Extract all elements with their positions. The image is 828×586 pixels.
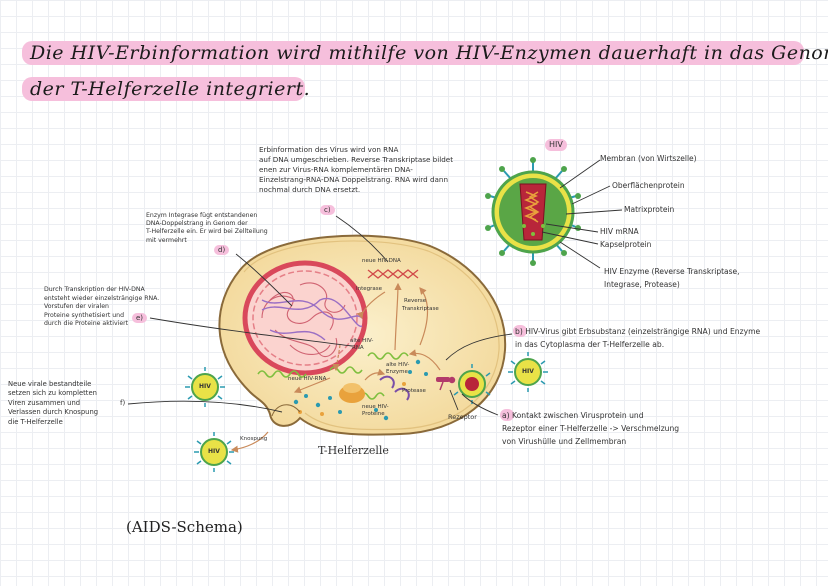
legend-hiv-mrna: HIV mRNA bbox=[600, 227, 639, 236]
label-alte-hiv-enzyme: alte HIV- Enzyme bbox=[386, 362, 410, 375]
label-protease: Protease bbox=[402, 388, 426, 394]
new-hiv-dna-strand bbox=[367, 269, 419, 279]
receptor bbox=[436, 376, 456, 391]
note-d-letter: d) bbox=[214, 245, 230, 255]
title-highlight-1 bbox=[22, 41, 804, 65]
legend-hiv-enzymes-cont: Integrase, Protease) bbox=[604, 280, 680, 289]
hiv-virus-model bbox=[485, 157, 581, 266]
virus-free-left bbox=[185, 367, 225, 407]
note-e-letter: e) bbox=[132, 313, 148, 323]
label-transkriptase: Transkriptase bbox=[402, 306, 439, 312]
legend-matrix-protein: Matrixprotein bbox=[624, 205, 675, 214]
label-reverse: Reverse bbox=[404, 298, 427, 304]
title-highlight-2 bbox=[22, 77, 305, 101]
virus-label-budded: HIV bbox=[208, 448, 220, 455]
note-e-transcription: Durch Transkription der HIV-DNA entsteht… bbox=[44, 286, 160, 328]
virus-label-left: HIV bbox=[199, 383, 211, 390]
virus-docking bbox=[453, 364, 491, 404]
label-t-helferzelle: T-Helferzelle bbox=[318, 444, 389, 457]
legend-surface-protein: Oberflächenprotein bbox=[612, 181, 685, 190]
label-neue-hiv-rna: neue HIV-RNA bbox=[288, 376, 327, 382]
legend-hiv-enzymes: HIV Enzyme (Reverse Transkriptase, bbox=[604, 267, 740, 276]
hiv-legend-title: HIV bbox=[545, 139, 567, 151]
label-rna: RNA bbox=[352, 345, 364, 351]
note-c-letter: c) bbox=[320, 205, 335, 215]
note-c-reverse-transcription: Erbinformation des Virus wird von RNA au… bbox=[259, 145, 454, 194]
note-a-highlight bbox=[500, 409, 514, 421]
legend-membrane: Membran (von Wirtszelle) bbox=[600, 154, 697, 163]
aids-schema-caption: (AIDS-Schema) bbox=[126, 518, 243, 536]
legend-capsid-protein: Kapselprotein bbox=[600, 240, 652, 249]
old-hiv-rna-strand bbox=[367, 352, 409, 360]
page-title-line-2: der T-Helferzelle integriert. bbox=[30, 78, 311, 100]
virus-budded bbox=[194, 432, 234, 472]
label-neue-hiv-dna: neue HIV-DNA bbox=[362, 258, 401, 264]
label-alte-hiv: alte HIV- bbox=[350, 338, 374, 344]
page-title-line-1: Die HIV-Erbinformation wird mithilfe von… bbox=[30, 42, 828, 64]
note-f-budding: Neue virale bestandteile setzen sich zu … bbox=[8, 380, 99, 426]
new-hiv-rna-strand bbox=[257, 370, 307, 378]
note-d-integrase: Enzym Integrase fügt entstandenen DNA-Do… bbox=[146, 212, 268, 244]
note-b-highlight bbox=[513, 325, 527, 337]
nucleus bbox=[242, 260, 368, 376]
label-knospung: Knospung bbox=[240, 436, 268, 442]
virus-label-right: HIV bbox=[522, 368, 534, 375]
note-f-letter: f) bbox=[120, 399, 126, 407]
virus-free-right bbox=[508, 352, 548, 392]
note-a-contact: a) Kontakt zwischen Virusprotein und Rez… bbox=[502, 411, 680, 446]
label-rezeptor: Rezeptor bbox=[448, 413, 477, 421]
label-integrase: Integrase bbox=[356, 286, 383, 292]
label-neue-hiv-proteine: neue HIV- Proteine bbox=[362, 404, 389, 417]
note-b-entry: b) HIV-Virus gibt Erbsubstanz (einzelstr… bbox=[515, 327, 761, 349]
